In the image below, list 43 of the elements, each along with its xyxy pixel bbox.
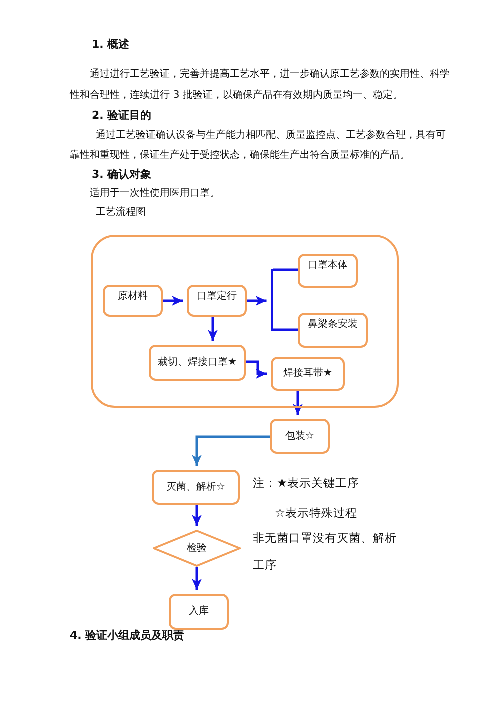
section-heading: 1. 概述 <box>92 37 130 53</box>
note-text: ☆表示特殊过程 <box>275 505 358 522</box>
process-box <box>298 313 368 348</box>
process-box <box>270 419 330 454</box>
node-label: 口罩定行 <box>197 291 237 303</box>
node-label: 检验 <box>187 542 207 554</box>
note-text: 非无菌口罩没有灭菌、解析工序 <box>253 530 398 574</box>
node-label: 焊接耳带★ <box>284 368 332 380</box>
note-text: 注：★表示关键工序 <box>253 475 360 492</box>
process-box <box>271 357 345 391</box>
paragraph-text: 通过进行工艺验证，完善并提高工艺水平，进一步确认原工艺参数的实用性、科学性和合理性，连续进行 3 批验证，以确保产品在有效期内质量均一、稳定。 <box>70 68 450 102</box>
arrow <box>192 505 202 526</box>
node-label: 包装☆ <box>286 430 314 442</box>
section-heading: 3. 确认对象 <box>92 167 152 183</box>
arrow <box>293 391 303 415</box>
group-frame <box>91 235 399 408</box>
process-box <box>103 285 163 317</box>
process-box <box>298 254 358 288</box>
node-label: 鼻梁条安装 <box>308 319 358 331</box>
arrow <box>192 567 202 590</box>
node-label: 裁切、焊接口罩★ <box>158 357 237 369</box>
figure-title: 工艺流程图 <box>96 206 146 220</box>
node-label: 入库 <box>189 606 209 618</box>
connector-line <box>273 328 298 332</box>
node-label: 原材料 <box>118 291 148 303</box>
paragraph-text: 适用于一次性使用医用口罩。 <box>90 186 220 201</box>
arrow <box>208 317 218 341</box>
junction-bar <box>270 268 274 332</box>
arrow <box>163 296 183 306</box>
process-box <box>152 470 240 505</box>
paragraph-text: 通过工艺验证确认设备与生产能力相匹配、质量监控点、工艺参数合理，具有可靠性和重现性，保证生产处于受控状态，确保能生产出符合质量标准的产品。 <box>70 128 447 163</box>
arrow <box>192 436 270 466</box>
process-box <box>149 345 246 381</box>
process-box <box>169 594 229 630</box>
node-label: 灭菌、解析☆ <box>166 482 226 494</box>
connector-line <box>273 268 298 272</box>
arrow <box>246 360 267 379</box>
process-box <box>187 285 247 317</box>
arrow <box>247 296 267 306</box>
section-heading: 4. 验证小组成员及职责 <box>70 628 185 644</box>
decision-diamond <box>153 530 241 567</box>
section-heading: 2. 验证目的 <box>92 108 152 124</box>
node-label: 口罩本体 <box>308 260 348 272</box>
